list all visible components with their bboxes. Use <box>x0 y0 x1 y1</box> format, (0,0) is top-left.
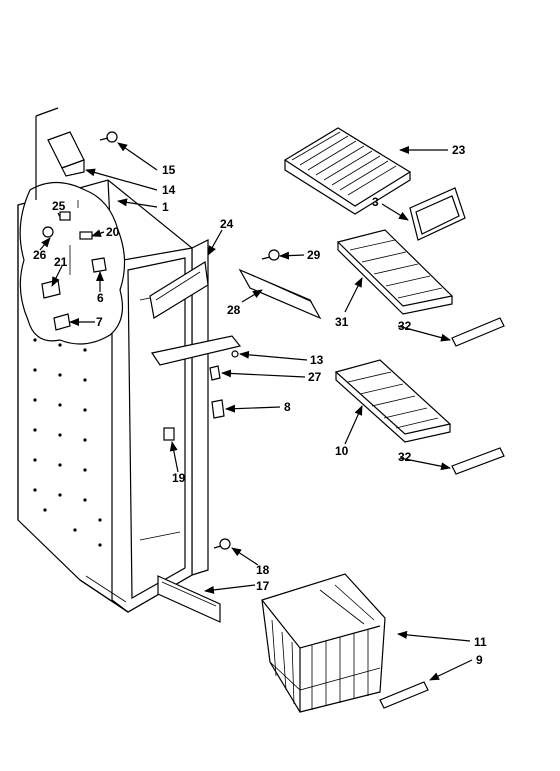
hinge-screw <box>99 131 118 143</box>
label-part-6: 6 <box>97 291 104 305</box>
label-part-27: 27 <box>308 370 322 384</box>
label-part-1: 1 <box>162 200 169 214</box>
leader-lines <box>39 142 473 681</box>
wire-shelf-10 <box>334 359 452 443</box>
label-part-24: 24 <box>220 217 234 231</box>
wire-basket <box>261 573 386 713</box>
label-part-15: 15 <box>162 163 176 177</box>
label-part-23: 23 <box>452 143 466 157</box>
label-part-11: 11 <box>474 635 487 649</box>
shelf-rail-upper <box>451 317 505 347</box>
shelf-rail-lower <box>451 447 505 475</box>
label-part-13: 13 <box>310 353 324 367</box>
label-part-32-lower: 32 <box>398 450 412 464</box>
shelf-support-bracket <box>238 268 322 320</box>
label-part-31: 31 <box>335 315 349 329</box>
bracket-screw-29 <box>261 249 280 261</box>
liner-rivets <box>33 338 102 547</box>
label-part-19: 19 <box>172 471 186 485</box>
label-part-28: 28 <box>227 303 241 317</box>
label-part-20: 20 <box>106 225 120 239</box>
label-part-25: 25 <box>52 199 66 213</box>
top-wire-shelf <box>283 127 412 215</box>
label-part-8: 8 <box>284 400 291 414</box>
light-cover <box>151 335 242 366</box>
basket-trim <box>379 681 429 709</box>
label-part-21: 21 <box>54 255 68 269</box>
hinge-bracket <box>35 107 85 200</box>
label-part-17: 17 <box>256 579 270 593</box>
label-part-7: 7 <box>96 315 103 329</box>
label-part-29: 29 <box>307 248 321 262</box>
bracket-screw <box>213 538 231 550</box>
label-part-14: 14 <box>162 183 176 197</box>
part-number-labels: 15 14 1 24 25 20 26 21 6 7 29 28 23 3 31… <box>33 143 487 667</box>
label-part-26: 26 <box>33 248 47 262</box>
label-part-32-upper: 32 <box>398 319 412 333</box>
bottom-bracket <box>157 575 221 623</box>
label-part-9: 9 <box>476 653 483 667</box>
shelf-frame <box>409 187 466 241</box>
clip-8 <box>211 399 225 419</box>
label-part-3: 3 <box>372 195 379 209</box>
liner-switch <box>163 427 175 441</box>
clip-27 <box>209 365 221 381</box>
front-trim-cover <box>149 261 209 319</box>
label-part-10: 10 <box>335 444 349 458</box>
wire-shelf-31 <box>336 229 454 315</box>
label-part-18: 18 <box>256 563 270 577</box>
